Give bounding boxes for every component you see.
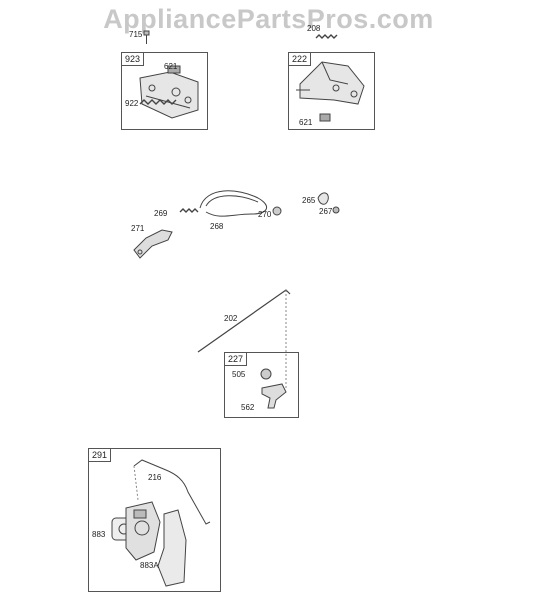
label-922: 922 [125,99,139,108]
label-202: 202 [224,314,238,323]
part-291-carburetor [125,501,161,561]
part-922-spring [139,99,177,105]
label-270: 270 [258,210,272,219]
label-269: 269 [154,209,168,218]
part-505-bushing [260,368,272,380]
label-562: 562 [241,403,255,412]
box-number-923: 923 [122,53,145,66]
box-number-222: 222 [289,53,312,66]
assembly-box-227: 227 [224,352,299,418]
label-271: 271 [131,224,145,233]
part-271-lever [133,229,173,259]
box-number-291: 291 [89,449,112,462]
label-265: 265 [302,196,316,205]
label-267: 267 [319,207,333,216]
label-505: 505 [232,370,246,379]
label-621-b: 621 [299,118,313,127]
part-883a-bracket [157,509,187,587]
label-883a: 883A [140,561,159,570]
watermark-logo: AppliancePartsPros.com [103,4,434,34]
part-270-nut [272,206,282,216]
label-208: 208 [307,24,321,33]
label-621-a: 621 [164,62,178,71]
label-216: 216 [148,473,162,482]
label-883: 883 [92,530,106,539]
label-268: 268 [210,222,224,231]
part-208-spring [315,34,338,39]
part-216-rod [133,459,211,525]
part-269-spring [179,208,199,213]
part-222-bracket [296,61,365,122]
part-202-link [197,289,291,353]
part-562-lever [261,383,287,409]
label-715: 715 [129,30,143,39]
part-715-screw [143,30,150,44]
box-number-227: 227 [225,353,248,366]
part-265-clip [317,192,329,205]
part-267-screw [332,206,340,214]
part-923-bracket [139,65,199,119]
part-268-cable [199,190,267,217]
